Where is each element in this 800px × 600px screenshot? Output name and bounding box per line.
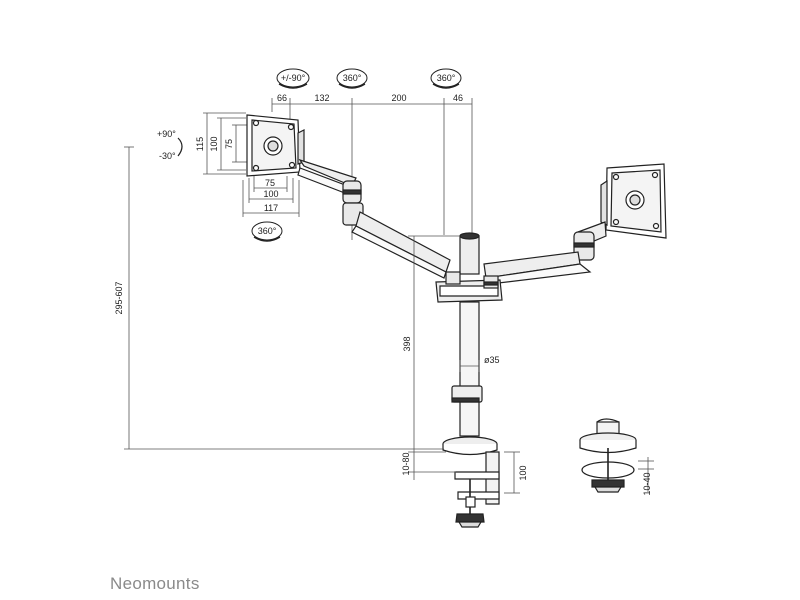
dimension-66: 66 [277,93,287,103]
tilt-arc-indicator: +90° -30° [157,129,183,161]
arm-hub [435,271,503,303]
pole [459,301,480,437]
swivel-badge-1: 360° [336,68,368,89]
pole-height-label: 398 [402,336,412,351]
clamp-thickness-label: 10-80 [401,452,411,475]
right-vesa-plate [600,163,667,239]
dimension-132: 132 [314,93,329,103]
pole-diameter-dimension [459,360,480,372]
height-range-label: 295-607 [114,281,124,314]
vesa-vertical-dimensions [203,112,248,175]
grommet-mount [579,418,637,493]
left-arm-inner [342,202,451,279]
tilt-badge-label: +/-90° [281,73,306,83]
swivel-badge-2: 360° [430,68,462,89]
tilt-badge: +/-90° [276,68,310,89]
pole-diameter-label: ø35 [484,355,500,365]
tilt-up-label: +90° [157,129,176,139]
swivel-badge-2-label: 360° [437,73,456,83]
dimension-46: 46 [453,93,463,103]
right-arm [483,221,607,285]
height-range-dimension [124,146,444,450]
desk-clamp [454,451,500,528]
vesa-height-100: 100 [209,136,219,151]
left-arm-outer [297,158,362,204]
tilt-down-label: -30° [159,151,176,161]
left-vesa-plate [246,114,305,177]
vesa-height-115: 115 [195,137,205,151]
grommet-thickness-dimension [638,457,654,492]
brand-logo: Neomounts [110,574,200,593]
clamp-thickness-dimension [408,451,456,480]
clamp-depth-dimension [504,451,520,494]
top-dimension-row [271,98,473,240]
vesa-rotation-badge: 360° [251,221,283,242]
grommet-thickness-label: 10-40 [642,472,652,495]
vesa-width-75: 75 [265,178,275,188]
swivel-badge-1-label: 360° [343,73,362,83]
dimension-200: 200 [391,93,406,103]
vesa-height-75: 75 [224,139,234,149]
vesa-width-100: 100 [263,189,278,199]
clamp-depth-label: 100 [518,465,528,480]
pole-height-dimension [408,235,460,452]
clamp-base-plate [442,436,498,456]
pole-top-cap [459,232,480,275]
vesa-horizontal-dimensions [242,176,300,217]
vesa-width-117: 117 [264,203,278,213]
vesa-rotation-badge-label: 360° [258,226,277,236]
pole-collar [451,385,483,403]
